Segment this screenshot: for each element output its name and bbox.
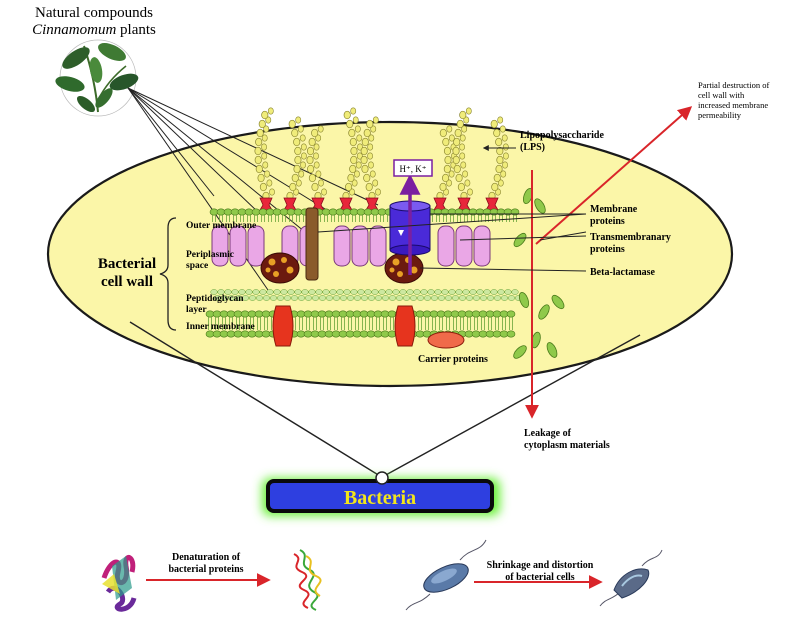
leader-lines bbox=[317, 213, 587, 272]
partial-destruction-line3: increased membrane bbox=[698, 100, 768, 110]
peptidoglycan-layer bbox=[210, 289, 523, 301]
partial-destruction-arrow bbox=[535, 106, 693, 245]
layer-periplasmic-line1: Periplasmic bbox=[186, 250, 234, 260]
source-title-italic: Cinnamomum bbox=[32, 22, 116, 38]
beta-lactamase-blob-right bbox=[384, 252, 424, 284]
partial-destruction-line4: permeability bbox=[698, 110, 742, 120]
source-title-line1: Natural compounds bbox=[35, 5, 153, 21]
wall-label-line1: Bacterial bbox=[98, 256, 156, 272]
wall-brace bbox=[159, 217, 177, 331]
beta-lactamase-label: Beta-lactamase bbox=[590, 267, 656, 278]
transmembrane-line2: proteins bbox=[590, 244, 625, 255]
layer-inner-membrane: Inner membrane bbox=[186, 322, 255, 332]
lps-label-line1: Lipopolysaccharide bbox=[520, 130, 604, 141]
membrane-proteins-line1: Membrane bbox=[590, 204, 638, 215]
brown-transmembrane-protein bbox=[305, 207, 319, 281]
lps-chains bbox=[254, 107, 509, 211]
layer-outer-membrane: Outer membrane bbox=[186, 221, 256, 231]
membrane-proteins-line2: proteins bbox=[590, 216, 625, 227]
shrinkage-line2: of bacterial cells bbox=[505, 572, 575, 583]
cone-apex bbox=[375, 471, 389, 485]
leakage-line2: cytoplasm materials bbox=[524, 440, 610, 451]
ions-box bbox=[393, 159, 433, 177]
denaturation-line2: bacterial proteins bbox=[168, 564, 243, 575]
leakage-line1: Leakage of bbox=[524, 428, 572, 439]
lps-label-line2: (LPS) bbox=[520, 142, 545, 153]
cinnamomum-plant-image bbox=[55, 39, 139, 117]
carrier-proteins bbox=[272, 305, 465, 349]
denaturation-line1: Denaturation of bbox=[172, 552, 241, 563]
layer-peptidoglycan-line2: layer bbox=[186, 305, 207, 315]
cone-line-left bbox=[129, 321, 381, 477]
wall-label-line2: cell wall bbox=[101, 274, 153, 290]
folded-protein-icon bbox=[101, 555, 137, 612]
healthy-bacterium-icon bbox=[405, 539, 487, 611]
denatured-protein-icon bbox=[293, 549, 322, 611]
layer-periplasmic-line2: space bbox=[186, 261, 208, 271]
bacteria-label: Bacteria bbox=[344, 487, 416, 509]
source-title-line2: Cinnamomum plants bbox=[32, 22, 156, 38]
beta-lactamase-blob-left bbox=[260, 252, 300, 284]
partial-destruction-line2: cell wall with bbox=[698, 90, 745, 100]
layer-peptidoglycan-line1: Peptidoglycan bbox=[186, 294, 244, 304]
cone-line-right bbox=[383, 334, 641, 477]
shrunken-bacterium-icon bbox=[599, 549, 663, 607]
carrier-proteins-label: Carrier proteins bbox=[418, 354, 488, 365]
transmembrane-line1: Transmembranary bbox=[590, 232, 671, 243]
cell-wall-ellipse bbox=[46, 120, 734, 388]
shrinkage-line1: Shrinkage and distortion bbox=[487, 560, 594, 571]
ions-label: H⁺, K⁺ bbox=[400, 164, 427, 174]
partial-destruction-line1: Partial destruction of bbox=[698, 80, 769, 90]
source-title-rest: plants bbox=[116, 22, 156, 38]
